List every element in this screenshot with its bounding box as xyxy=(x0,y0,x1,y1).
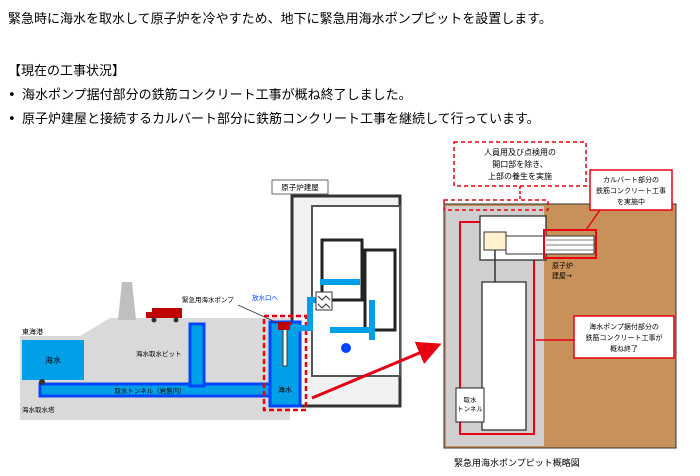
status-heading: 【現在の工事状況】 xyxy=(8,64,126,79)
culvert xyxy=(505,235,595,255)
culvert-highlight xyxy=(543,229,597,259)
fire-truck-icon xyxy=(146,308,182,323)
sea-label: 海水 xyxy=(45,355,61,365)
bullet-text-2: 原子炉建屋と接続するカルバート部分に鉄筋コンクリート工事を継続して行っています。 xyxy=(22,112,540,127)
detail-arrow xyxy=(311,341,442,400)
bullet-item-2: •原子炉建屋と接続するカルバート部分に鉄筋コンクリート工事を継続して行っています… xyxy=(8,112,540,127)
pump-shaft xyxy=(282,325,288,367)
stack xyxy=(118,282,136,320)
top-cover-highlight xyxy=(443,199,549,211)
intake-tunnel-label: 取水トンネル（岩盤内） xyxy=(114,386,185,395)
reactor-side-line-1: 原子炉 xyxy=(552,261,573,270)
pump-pit-water-label: 海水 xyxy=(278,385,292,394)
pump-leader-line xyxy=(237,304,281,325)
bullet-item-1: •海水ポンプ据付部分の鉄筋コンクリート工事が概ね終了しました。 xyxy=(8,88,412,103)
sea xyxy=(22,340,84,380)
reactor-side-line-2: 建屋→ xyxy=(552,271,572,280)
pump-icon xyxy=(278,322,292,330)
cooling-water-flow xyxy=(290,279,375,340)
top-callout-line-1: 人員用及び点検用の xyxy=(484,147,556,157)
culvert-callout-line-1: カルバート部分の xyxy=(603,175,659,184)
culvert-callout-line-3: を実施中 xyxy=(617,197,645,206)
reactor-building-label-box: 原子炉建屋 xyxy=(271,179,329,195)
culvert-callout: カルバート部分の 鉄筋コンクリート工事 を実施中 xyxy=(589,169,673,211)
intake-tower-label: 海水取水塔 xyxy=(22,405,55,414)
discharge-label: 放水口へ xyxy=(252,293,279,302)
pump-callout-line-3: 概ね終了 xyxy=(610,344,638,353)
reactor-building-label: 原子炉建屋 xyxy=(281,182,319,192)
pump-callout-line-1: 海水ポンプ据付部分の xyxy=(589,322,659,331)
tunnel-label-line-1: 取水 xyxy=(464,395,478,404)
tunnel-opening xyxy=(455,387,485,423)
intake-tower-icon xyxy=(39,379,45,385)
intake-pit-shaft xyxy=(188,322,206,388)
culvert-callout-leader xyxy=(585,209,601,231)
top-callout-line-3: 上部の養生を実施 xyxy=(488,171,552,181)
pump-callout: 海水ポンプ据付部分の 鉄筋コンクリート工事が 概ね終了 xyxy=(573,315,675,359)
emergency-pump-label: 緊急用海水ポンプ xyxy=(182,295,234,304)
culvert-callout-line-2: 鉄筋コンクリート工事 xyxy=(596,186,666,195)
reactor-building xyxy=(290,194,402,408)
lower-chamber xyxy=(481,281,527,431)
pump-pit-highlight xyxy=(262,314,308,412)
intro-text: 緊急時に海水を取水して原子炉を冷やすため、地下に緊急用海水ポンプピットを設置しま… xyxy=(8,12,552,27)
intake-pit-label: 海水取水ピット xyxy=(136,349,182,358)
tunnel-label-line-2: トンネル xyxy=(457,405,483,413)
right-diagram-caption: 緊急用海水ポンプピット概略図 xyxy=(454,457,580,469)
pump-callout-line-2: 鉄筋コンクリート工事が xyxy=(586,333,663,342)
port-label: 東海港 xyxy=(22,327,43,336)
pump-box-icon xyxy=(483,231,507,251)
top-callout: 人員用及び点検用の 開口部を除き、 上部の養生を実施 xyxy=(453,141,587,187)
heat-exchanger-icon xyxy=(315,291,333,311)
pump-motor-icon xyxy=(341,343,351,353)
top-callout-line-2: 開口部を除き、 xyxy=(492,159,547,169)
bullet-text-1: 海水ポンプ据付部分の鉄筋コンクリート工事が概ね終了しました。 xyxy=(22,88,412,103)
